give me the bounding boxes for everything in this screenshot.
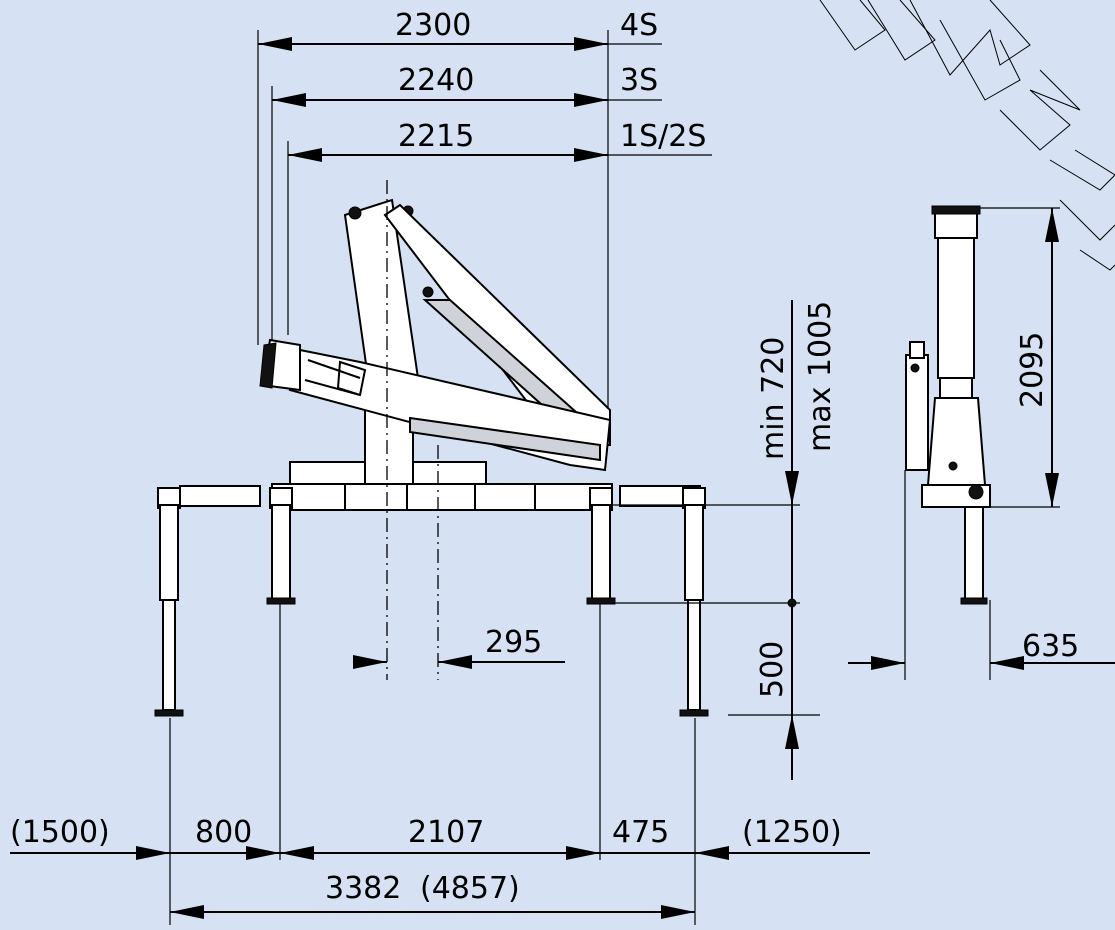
reach-dimensions <box>257 30 712 420</box>
base-height-dimension <box>612 300 820 780</box>
bottom-dimensions <box>10 604 870 925</box>
reach-12s-label: 1S/2S <box>620 119 706 154</box>
base-height-min: min 720 <box>756 337 791 460</box>
right-ext-value: (1250) <box>742 815 842 850</box>
column-offset-value: 295 <box>485 625 542 660</box>
total-ext-value: (4857) <box>420 871 520 906</box>
reach-3s-value: 2240 <box>398 63 474 98</box>
leg-extension-value: 500 <box>755 641 790 698</box>
side-width-value: 635 <box>1022 629 1079 664</box>
left-leg-value: 800 <box>195 815 252 850</box>
left-ext-value: (1500) <box>10 815 110 850</box>
side-height-value: 2095 <box>1015 332 1050 408</box>
watermark-outline <box>819 0 1115 271</box>
reach-12s-value: 2215 <box>398 119 474 154</box>
middle-value: 2107 <box>408 815 484 850</box>
reach-4s-label: 4S <box>620 8 658 43</box>
base-height-max: max 1005 <box>803 301 838 452</box>
reach-3s-label: 3S <box>620 63 658 98</box>
crane-side-view <box>848 205 1115 680</box>
crane-main-view <box>154 180 709 717</box>
reach-4s-value: 2300 <box>395 8 471 43</box>
total-value: 3382 <box>325 871 401 906</box>
right-leg-value: 475 <box>612 815 669 850</box>
